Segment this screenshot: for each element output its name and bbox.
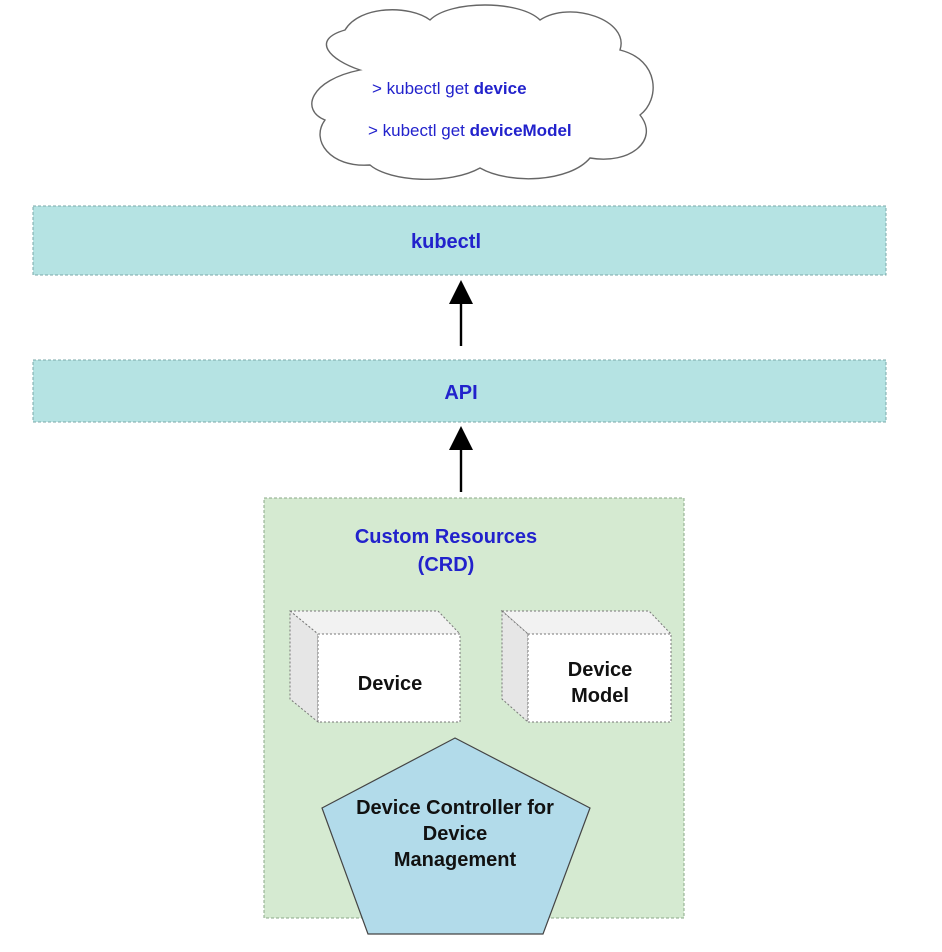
device-box-top <box>288 610 462 635</box>
cloud-line-2: > kubectl get deviceModel <box>368 121 572 140</box>
cloud-line-1-resource: device <box>474 79 527 98</box>
api-label: API <box>444 382 477 404</box>
device-model-box-label-line-2: Model <box>571 685 629 707</box>
device-box-front <box>317 633 461 723</box>
cloud-line-1: > kubectl get device <box>372 79 527 98</box>
device-model-box-label-line-1: Device <box>568 659 633 681</box>
device-controller-pentagon <box>321 737 591 935</box>
device-controller-label-line-3: Management <box>394 849 517 871</box>
cloud-line-2-prefix: > kubectl get <box>368 121 470 140</box>
device-box: Device <box>288 609 462 724</box>
device-model-box-side <box>501 609 529 724</box>
device-controller-label-line-1: Device Controller for <box>356 797 554 819</box>
kubectl-label: kubectl <box>411 231 481 253</box>
device-box-label: Device <box>358 673 423 695</box>
device-controller-label-line-2: Device <box>423 823 488 845</box>
device-model-box: Device Model <box>500 609 673 724</box>
kubectl-band <box>32 205 887 276</box>
crd-title-line-1: Custom Resources <box>355 526 537 548</box>
device-model-box-top <box>500 610 673 635</box>
crd-title-line-2: (CRD) <box>418 554 475 576</box>
device-model-box-front <box>527 633 672 723</box>
api-band <box>32 359 887 423</box>
cloud-line-1-prefix: > kubectl get <box>372 79 474 98</box>
device-controller: Device Controller for Device Management <box>321 737 591 935</box>
cloud-line-2-resource: deviceModel <box>470 121 572 140</box>
cloud-callout: > kubectl get device > kubectl get devic… <box>311 4 654 181</box>
cloud-shape <box>311 4 654 181</box>
